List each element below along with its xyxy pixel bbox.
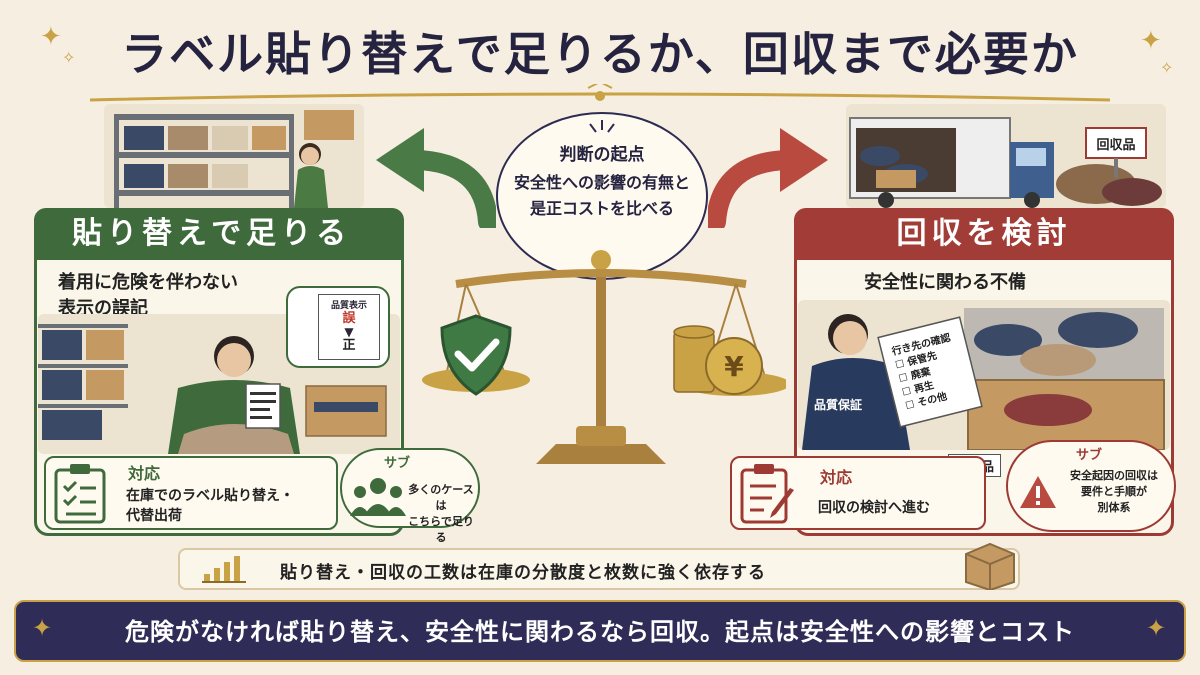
right-subtitle: 安全性に関わる不備 <box>864 272 1026 293</box>
truck-illustration: 回収品 <box>846 104 1166 208</box>
left-subtitle-line-2: 表示の誤記 <box>58 298 148 319</box>
left-sub-label: サブ <box>384 456 411 471</box>
right-action-label: 対応 <box>820 468 853 487</box>
judgment-heading: 判断の起点 <box>559 145 645 165</box>
right-action-text: 回収の検討へ進む <box>818 500 930 516</box>
right-sub-line-1: 安全起因の回収は <box>1070 469 1158 482</box>
page-title: ラベル貼り替えで足りるか、回収まで必要か <box>121 27 1079 81</box>
conclusion-text: 危険がなければ貼り替え、安全性に関わるなら回収。起点は安全性への影響とコスト <box>125 618 1075 646</box>
left-sub-line-1: 多くのケースは <box>408 483 474 512</box>
right-sub-label: サブ <box>1076 448 1103 463</box>
left-subtitle: 着用に危険を伴わない 表示の誤記 <box>58 270 238 322</box>
correction-card-title: 品質表示 <box>330 301 367 311</box>
right-panel-header: 回収を検討 <box>794 208 1174 260</box>
left-sub-text: 多くのケースは こちらで足りる <box>406 482 476 546</box>
conclusion-banner <box>14 600 1186 662</box>
right-sub-text: 安全起因の回収は 要件と手順が 別体系 <box>1060 468 1168 516</box>
left-panel-header: 貼り替えで足りる <box>34 208 404 260</box>
workload-note-text: 貼り替え・回収の工数は在庫の分散度と枚数に強く依存する <box>280 563 766 583</box>
left-action-line-1: 在庫でのラベル貼り替え・ <box>126 488 294 504</box>
shield-check-icon <box>440 314 512 396</box>
clipboard-icon <box>740 464 794 524</box>
clipboard-icon <box>54 464 106 524</box>
sparkle-icon: ✦ <box>40 22 62 52</box>
sparkle-icon: ✧ <box>1160 58 1174 77</box>
left-arrow-icon <box>376 128 496 228</box>
inspector-badge: 品質保証 <box>814 398 863 412</box>
title-underline <box>90 84 1110 102</box>
right-arrow-icon <box>708 128 828 228</box>
sparkle-icon: ✧ <box>62 48 76 67</box>
warehouse-shelf-illustration <box>104 104 364 208</box>
left-action-label: 対応 <box>128 464 161 483</box>
judgment-line-1: 安全性への影響の有無と <box>513 173 690 192</box>
judgment-line-2: 是正コストを比べる <box>529 199 674 218</box>
judgment-text: 安全性への影響の有無と 是正コストを比べる <box>496 170 708 222</box>
workload-note <box>178 548 1020 590</box>
right-label: 正 <box>342 338 356 353</box>
left-sub-line-2: こちらで足りる <box>408 515 474 544</box>
right-sub-line-2: 要件と手順が <box>1081 485 1147 498</box>
coin-stack-icon: ¥ <box>673 325 763 395</box>
sparkle-icon: ✦ <box>1140 26 1162 56</box>
left-action-line-2: 代替出荷 <box>126 508 182 524</box>
left-action-text: 在庫でのラベル貼り替え・ 代替出荷 <box>126 486 294 526</box>
sparkle-icon: ✦ <box>1146 614 1167 642</box>
sparkle-icon: ✦ <box>32 614 53 642</box>
sparkle-icon <box>589 120 615 133</box>
left-subtitle-line-1: 着用に危険を伴わない <box>58 272 238 293</box>
wrong-label: 誤 <box>342 311 356 326</box>
inspector-illustration <box>798 300 1170 450</box>
bar-chart-icon <box>202 556 246 583</box>
correction-card: 品質表示 誤 ▼ 正 <box>318 294 380 360</box>
arrow-down-icon: ▼ <box>344 325 354 339</box>
box-icon <box>965 542 1015 590</box>
warning-icon <box>1020 476 1056 508</box>
left-action-card <box>44 456 338 530</box>
group-icon <box>350 478 406 516</box>
worker-relabeling-illustration <box>38 314 400 454</box>
coin-symbol: ¥ <box>724 350 744 383</box>
recall-sign: 回収品 <box>1096 138 1135 153</box>
right-sub-line-3: 別体系 <box>1097 501 1131 514</box>
